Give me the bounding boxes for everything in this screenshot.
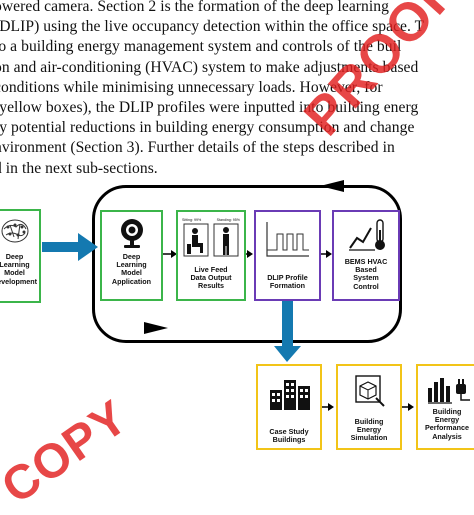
paragraph-line: (DLIP) using the live occupancy detectio… (0, 18, 425, 36)
connector-arrows (42, 180, 414, 411)
label-line: Building (354, 417, 384, 426)
box-label: Building Energy Simulation (338, 417, 400, 443)
sitting-tag: Sitting: 99% (182, 218, 202, 222)
profile-chart-icon (266, 222, 309, 257)
arrow-app-to-live (163, 250, 177, 258)
box-label: Building Energy Performance Analysis (418, 407, 474, 441)
loop-arrowhead-bottom (144, 322, 168, 334)
paragraph-line: (yellow boxes), the DLIP profiles were i… (0, 98, 419, 116)
arrow-sim-to-perf (402, 403, 414, 411)
label-line: Results (198, 281, 224, 291)
box-label: Deep Learning Model Development (0, 252, 39, 286)
bar-chart-plug-icon (428, 378, 470, 404)
label-line: Buildings (272, 435, 306, 445)
paragraph-line: owered camera. Section 2 is the formatio… (0, 0, 389, 15)
arrow-case-to-sim (322, 403, 334, 411)
label-line: System (353, 273, 379, 283)
box-performance-analysis: Building Energy Performance Analysis (416, 364, 474, 450)
box-label: Deep Learning Model Application (102, 252, 161, 286)
label-line: Energy (434, 415, 460, 425)
buildings-icon (270, 380, 310, 410)
cube-document-icon (355, 375, 385, 407)
label-line: Deep (122, 252, 141, 261)
arrow-dlip-to-bems (321, 250, 332, 258)
label-line: DLIP Profile (267, 273, 308, 282)
arrow-live-to-dlip (246, 250, 253, 258)
box-model-development: Deep Learning Model Development (0, 209, 41, 303)
paragraph-line: on and air-conditioning (HVAC) system to… (0, 58, 419, 76)
label-line: Development (0, 276, 38, 286)
paragraph-line: conditions while minimising unnecessary … (0, 78, 383, 96)
person-detection-icon (183, 223, 239, 257)
body-paragraph: owered camera. Section 2 is the formatio… (0, 0, 474, 179)
box-live-feed: Sitting: 99% Standing: 95% Live Feed Dat… (176, 210, 246, 301)
box-label: BEMS HVAC Based System Control (334, 257, 398, 291)
box-case-study: Case Study Buildings (256, 364, 322, 450)
label-line: Case Study (269, 427, 309, 436)
label-line: Deep (5, 252, 24, 261)
occupancy-detection-icon: Sitting: 99% Standing: 95% (182, 218, 240, 258)
label-line: Simulation (350, 433, 388, 443)
box-model-application: Deep Learning Model Application (100, 210, 163, 301)
label-line: Analysis (432, 431, 462, 441)
paragraph-line: to a building energy management system a… (0, 38, 402, 56)
box-label: Case Study Buildings (258, 427, 320, 445)
standing-tag: Standing: 95% (216, 218, 240, 222)
label-line: BEMS HVAC (344, 257, 388, 266)
label-line: Model (121, 268, 142, 278)
label-line: Control (353, 281, 379, 291)
label-line: Based (355, 265, 377, 275)
label-line: Application (111, 276, 152, 286)
box-label: DLIP Profile Formation (256, 273, 319, 291)
label-line: Live Feed (194, 265, 228, 274)
box-bems-control: BEMS HVAC Based System Control (332, 210, 400, 301)
paragraph-line: d in the next sub-sections. (0, 159, 158, 177)
label-line: Learning (0, 260, 30, 270)
paragraph-line: fy potential reductions in building ener… (0, 119, 415, 137)
label-line: Building (432, 407, 462, 416)
webcam-icon (121, 219, 143, 248)
label-line: Data Output (190, 273, 232, 283)
box-label: Live Feed Data Output Results (178, 265, 244, 291)
feedback-loop (92, 185, 402, 343)
label-line: Learning (116, 260, 147, 270)
blue-arrow-down (274, 300, 301, 362)
blue-arrow-into-loop (42, 233, 98, 261)
neural-network-icon (1, 219, 29, 243)
box-dlip-profile: DLIP Profile Formation (254, 210, 321, 301)
label-line: Energy (356, 425, 382, 435)
label-line: Model (4, 268, 25, 278)
label-line: Formation (269, 281, 306, 291)
thermometer-chart-icon (349, 219, 385, 251)
loop-arrowhead-top (320, 180, 344, 192)
paragraph-line: nvironment (Section 3). Further details … (0, 139, 395, 157)
label-line: Performance (425, 423, 469, 433)
box-energy-simulation: Building Energy Simulation (336, 364, 402, 450)
